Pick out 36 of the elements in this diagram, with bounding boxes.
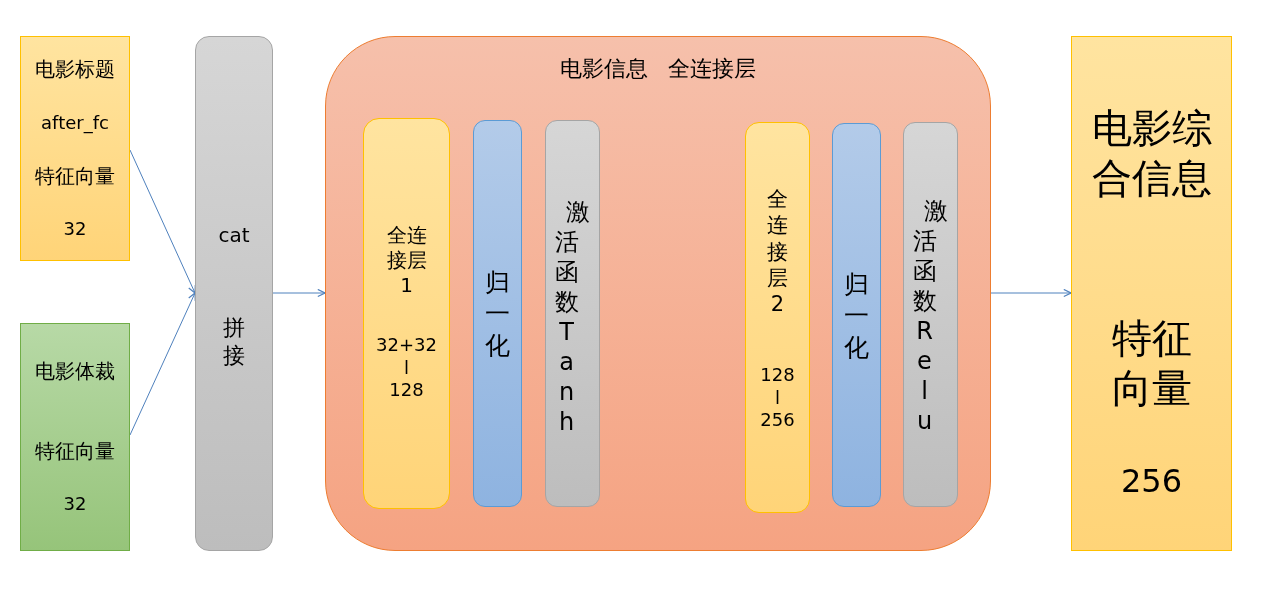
box-label: 256 — [1120, 461, 1183, 501]
input-box — [20, 323, 130, 551]
concat-bar — [195, 36, 273, 551]
box-label: 32 — [63, 492, 87, 516]
layer-bar — [473, 120, 522, 507]
layer-panel — [325, 36, 991, 551]
box-label: 全连接层2 — [766, 186, 789, 318]
arrow — [272, 288, 326, 298]
box-label: 拼接 — [222, 313, 246, 369]
box-label: 归一化 — [484, 267, 511, 361]
arrow — [990, 288, 1072, 298]
arrow — [129, 149, 196, 294]
box-label: after_fc — [41, 111, 109, 135]
box-label: 电影体裁 — [35, 358, 115, 384]
arrow — [129, 292, 196, 436]
layer-bar — [832, 123, 881, 507]
box-label: 全连接层1 — [385, 222, 428, 298]
box-label: 32+32 l 128 — [375, 334, 438, 402]
box-label: 特征向量 — [1110, 314, 1193, 413]
box-label: 电影标题 — [35, 56, 115, 82]
box-label: 激活函数Tanh — [554, 197, 591, 437]
layer-bar — [363, 118, 450, 509]
input-box — [20, 36, 130, 261]
box-label: cat — [218, 222, 250, 248]
layer-bar — [903, 122, 958, 507]
layer-bar — [545, 120, 600, 507]
box-label: 电影信息 全连接层 — [559, 55, 757, 83]
box-label: 激活函数Relu — [912, 196, 949, 436]
box-label: 电影综合信息 — [1090, 104, 1213, 203]
output-box — [1071, 36, 1232, 551]
box-label: 32 — [63, 217, 87, 241]
box-label: 特征向量 — [35, 163, 115, 189]
box-label: 128 l 256 — [759, 364, 796, 432]
layer-bar — [745, 122, 810, 513]
box-label: 归一化 — [843, 269, 870, 363]
box-label: 特征向量 — [35, 438, 115, 464]
